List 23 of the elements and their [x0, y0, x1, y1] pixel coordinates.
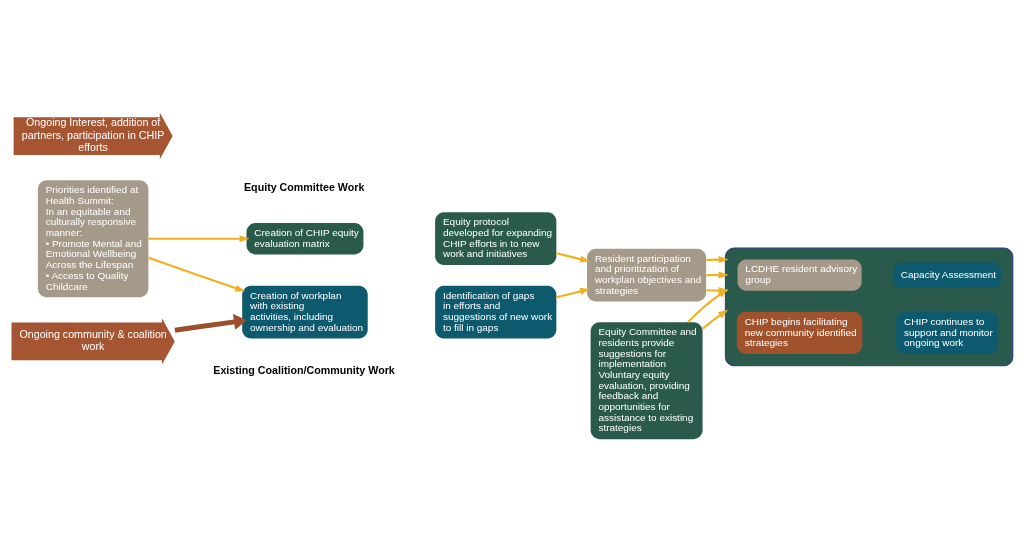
node-box: Resident participation and prioritization of workplan objectives and strategies — [587, 248, 707, 301]
arrow — [702, 309, 729, 329]
node-box: Capacity Assessment — [893, 261, 1002, 288]
arrow — [174, 313, 247, 333]
arrow — [706, 255, 729, 263]
node-box: CHIP continues to support and monitor ongoing work — [896, 311, 999, 354]
arrow — [556, 251, 591, 263]
arrow — [148, 234, 250, 242]
node-box: Identification of gaps in efforts and suggestions of new work to fill in gaps — [435, 285, 557, 339]
arrow — [556, 287, 591, 298]
node-box: Creation of CHIP equity evaluation matrix — [246, 222, 364, 254]
label: Existing Coalition/Community Work — [213, 363, 395, 376]
node-box: LCDHE resident advisory group — [737, 258, 862, 291]
label: Equity Committee Work — [243, 180, 365, 193]
arrow — [148, 256, 246, 292]
cluster — [724, 246, 1014, 366]
node-box: Equity protocol developed for expanding CHIP efforts in to new work and initiatives — [435, 211, 557, 265]
node-box: CHIP begins facilitating new community identified strategies — [736, 311, 863, 354]
node-box: Priorities identified at Health Summit: In an equitable and culturally responsive manner: • Promote Mental and Emotional Wellbeing Across the Lifespan • Access to Quality Childcare — [37, 179, 149, 297]
node-box: Creation of workplan with existing activities, including ownership and evaluation — [242, 285, 368, 339]
arrow — [706, 286, 729, 294]
node-box: Equity Committee and residents provide suggestions for implementation Voluntary equity evaluation, providing feedback and opportunities for assistance to existing strategies — [590, 321, 703, 439]
arrow — [706, 271, 729, 279]
